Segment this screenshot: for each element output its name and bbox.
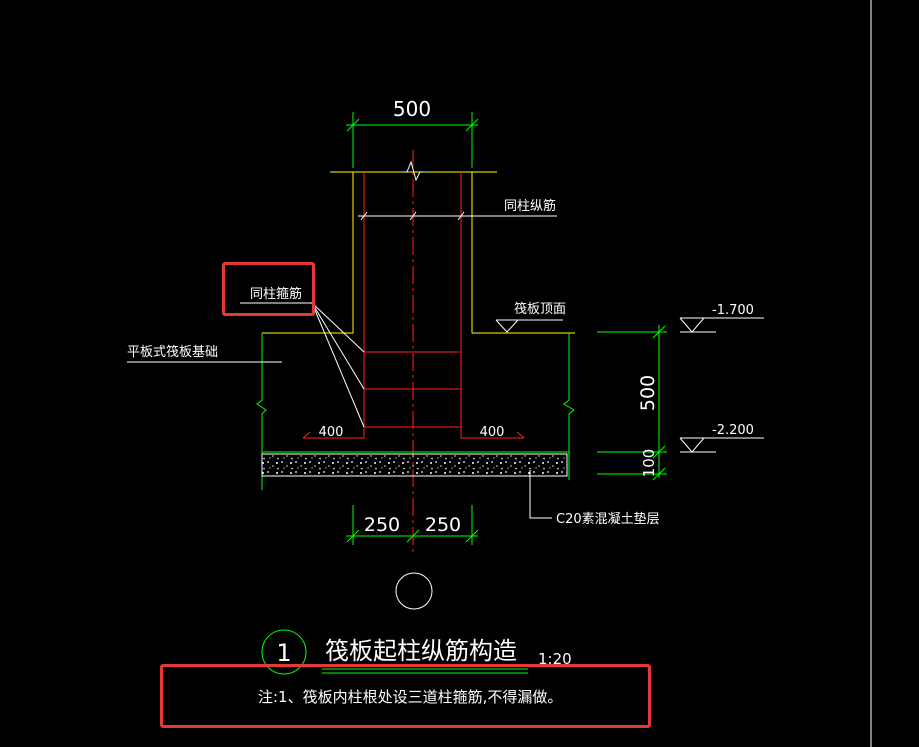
dim-bottom-right-label: 250 (425, 514, 461, 536)
note-text: 注:1、筏板内柱根处设三道柱箍筋,不得漏做。 (258, 688, 563, 706)
axis-bubble (395, 572, 433, 610)
title-number: 1 (276, 639, 291, 667)
label-stirrup: 同柱箍筋 (250, 286, 302, 302)
elevation-bottom-marker (679, 437, 764, 453)
label-long-bar: 同柱纵筋 (504, 198, 556, 214)
dimension-right (597, 325, 667, 481)
gravel-pad (261, 453, 568, 477)
dimension-top (346, 112, 479, 168)
dim-bottom-left-label: 250 (364, 514, 400, 536)
dimension-bottom (346, 505, 479, 545)
column-rebar (302, 150, 525, 555)
break-line (403, 160, 424, 182)
highlight-box-stirrup (222, 262, 315, 316)
hook-left-label: 400 (319, 425, 344, 440)
dim-top-label: 500 (393, 97, 431, 121)
dim-right-pad-label: 100 (640, 449, 658, 478)
stirrup-leader (240, 302, 365, 428)
long-bar-leader (358, 211, 557, 221)
title-text: 筏板起柱纵筋构造 (325, 637, 517, 665)
label-pad: C20素混凝土垫层 (556, 511, 660, 527)
title-circle (261, 629, 307, 675)
hook-right-label: 400 (480, 425, 505, 440)
highlight-box-note (160, 664, 651, 728)
elev-top-label: -1.700 (712, 303, 754, 318)
pad-leader (529, 470, 552, 519)
title-scale: 1:20 (538, 650, 572, 668)
label-raft-foundation: 平板式筏板基础 (127, 344, 218, 360)
elevation-top-marker (679, 317, 764, 333)
label-raft-top: 筏板顶面 (514, 301, 566, 317)
elev-bottom-label: -2.200 (712, 423, 754, 438)
dim-right-main-label: 500 (637, 375, 659, 411)
raft-top-marker (495, 319, 563, 333)
